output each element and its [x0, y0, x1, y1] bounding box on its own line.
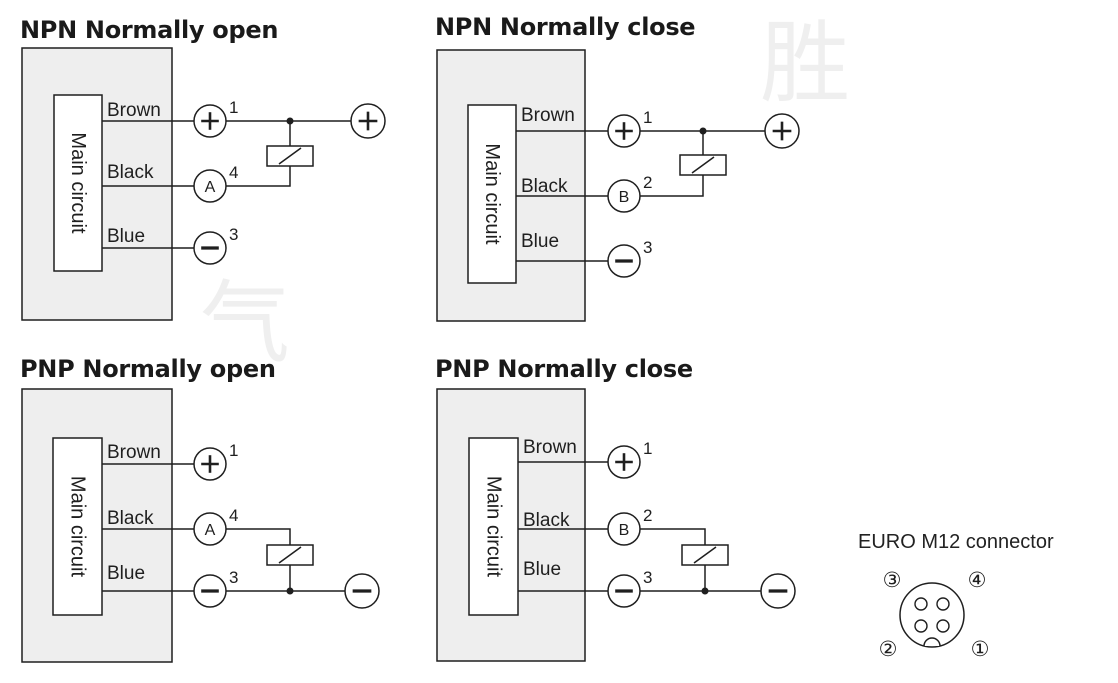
- pin-number: 2: [643, 173, 652, 192]
- title-pnp-normally-open: PNP Normally open: [20, 355, 276, 383]
- wire-label-blue: Blue: [107, 226, 145, 247]
- connector-pin-socket: [914, 619, 928, 633]
- wire-label-brown: Brown: [521, 105, 575, 126]
- wire-label-brown: Brown: [107, 442, 161, 463]
- terminal-letter: A: [205, 522, 216, 539]
- title-npn-normally-close: NPN Normally close: [435, 13, 696, 41]
- connector-pin-label: ①: [971, 638, 990, 661]
- wire-label-black: Black: [523, 510, 570, 531]
- wire-label-blue: Blue: [107, 563, 145, 584]
- title-npn-normally-open: NPN Normally open: [20, 16, 279, 44]
- relay-coil-slash: [691, 156, 715, 174]
- terminal-letter: A: [205, 179, 216, 196]
- pin-number: 4: [229, 506, 238, 525]
- relay-coil-slash: [693, 546, 717, 564]
- pin-number: 1: [643, 108, 652, 127]
- connector-pin-label: ④: [968, 569, 987, 592]
- wire-label-black: Black: [521, 176, 568, 197]
- main-circuit-box: [53, 94, 103, 272]
- pin-number: 4: [229, 163, 238, 182]
- main-circuit-label: Main circuit: [483, 476, 505, 578]
- relay-lead: [640, 175, 704, 197]
- main-circuit-label: Main circuit: [67, 132, 89, 234]
- junction-dot: [286, 587, 294, 595]
- connector-pin-socket: [936, 619, 950, 633]
- wire-label-brown: Brown: [107, 100, 161, 121]
- main-circuit-label: Main circuit: [481, 143, 503, 245]
- wire-label-black: Black: [107, 162, 154, 183]
- wire-label-brown: Brown: [523, 437, 577, 458]
- pin-number: 1: [229, 98, 238, 117]
- relay-lead: [640, 528, 706, 545]
- relay-coil-slash: [278, 546, 302, 564]
- main-circuit-box: [468, 437, 519, 616]
- pin-number: 3: [229, 225, 238, 244]
- connector-key-notch: [923, 637, 941, 647]
- terminal-letter: B: [619, 522, 630, 539]
- pin-number: 1: [229, 441, 238, 460]
- watermark: 胜: [760, 11, 850, 116]
- main-circuit-box: [467, 104, 517, 284]
- connector-face: [899, 582, 965, 648]
- pin-number: 1: [643, 439, 652, 458]
- relay-lead: [226, 166, 291, 187]
- relay-coil-slash: [278, 147, 302, 165]
- connector-pin-socket: [914, 597, 928, 611]
- watermark: 气: [200, 271, 290, 376]
- main-circuit-label: Main circuit: [67, 476, 89, 578]
- pin-number: 3: [229, 568, 238, 587]
- main-circuit-box: [52, 437, 103, 616]
- connector-pin-socket: [936, 597, 950, 611]
- terminal-letter: B: [619, 189, 630, 206]
- m12-connector: ③ ④ ② ①: [879, 569, 990, 661]
- wire-label-blue: Blue: [523, 559, 561, 580]
- pin-number: 3: [643, 238, 652, 257]
- connector-pin-label: ③: [883, 569, 902, 592]
- wire-label-blue: Blue: [521, 231, 559, 252]
- pin-number: 2: [643, 506, 652, 525]
- relay-lead: [226, 528, 291, 545]
- junction-dot: [701, 587, 709, 595]
- connector-pin-label: ②: [879, 638, 898, 661]
- connector-title: EURO M12 connector: [858, 531, 1054, 553]
- pin-number: 3: [643, 568, 652, 587]
- wire-label-black: Black: [107, 508, 154, 529]
- title-pnp-normally-close: PNP Normally close: [435, 355, 693, 383]
